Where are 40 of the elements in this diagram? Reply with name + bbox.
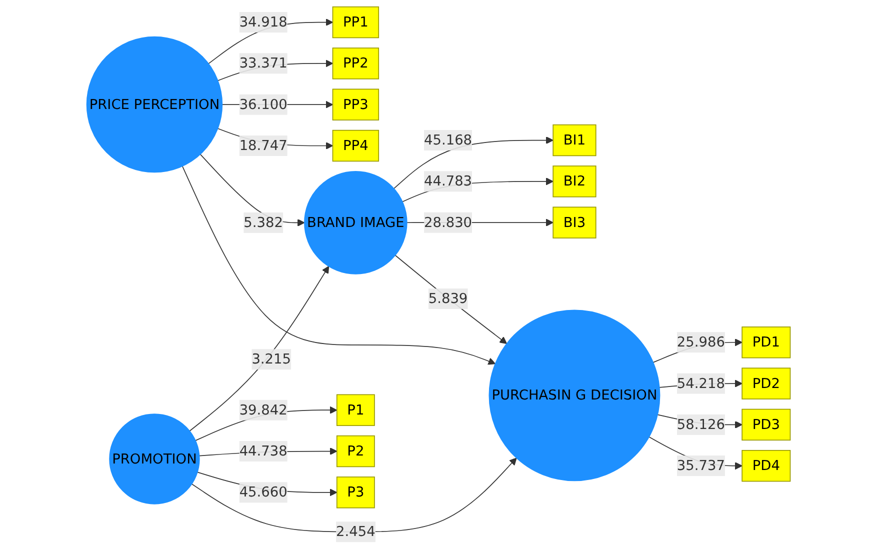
- node-box: P3: [336, 476, 375, 508]
- node-circle: BRAND IMAGE: [304, 171, 408, 274]
- node-box: BI1: [552, 124, 596, 156]
- arrow: [189, 266, 330, 432]
- node-box: PD1: [742, 326, 791, 358]
- edge-label: 58.126: [676, 416, 725, 432]
- node-box: P2: [336, 435, 375, 468]
- edge-label: 36.100: [239, 96, 288, 112]
- edge-label: 33.371: [239, 54, 288, 72]
- node-box: PP3: [332, 88, 380, 120]
- edge-label: 45.168: [424, 132, 472, 148]
- edge-label: 35.737: [676, 457, 725, 474]
- edge-label: 2.454: [336, 523, 376, 540]
- edge-label: 45.660: [239, 484, 288, 500]
- edge-label: 44.783: [424, 172, 472, 190]
- node-box: PP4: [332, 130, 380, 162]
- arrow: [182, 166, 496, 365]
- node-circle: PROMOTION: [109, 414, 200, 504]
- node-box: BI3: [552, 206, 596, 238]
- edge-label: 54.218: [676, 374, 725, 392]
- edge-label: 5.839: [428, 290, 468, 306]
- edge-label: 18.747: [239, 137, 288, 154]
- edge-label: 39.842: [239, 402, 288, 418]
- edge-label: 34.918: [239, 14, 288, 30]
- edge-label: 28.830: [424, 214, 472, 230]
- node-box: P1: [336, 394, 375, 426]
- node-circle: PURCHASIN G DECISION: [488, 310, 660, 482]
- node-box: PP2: [332, 48, 380, 80]
- arrow: [191, 458, 517, 532]
- edge-label: 5.382: [244, 214, 283, 230]
- edge-label: 3.215: [252, 350, 291, 368]
- arrow: [394, 254, 508, 344]
- edge-label: 25.986: [676, 334, 725, 350]
- node-box: BI2: [552, 166, 596, 198]
- node-circle: PRICE PERCEPTION: [86, 36, 223, 173]
- node-box: PD4: [742, 450, 791, 482]
- node-box: PD2: [742, 368, 791, 400]
- node-box: PP1: [332, 6, 380, 38]
- node-box: PD3: [742, 408, 791, 441]
- edge-label: 44.738: [239, 442, 288, 459]
